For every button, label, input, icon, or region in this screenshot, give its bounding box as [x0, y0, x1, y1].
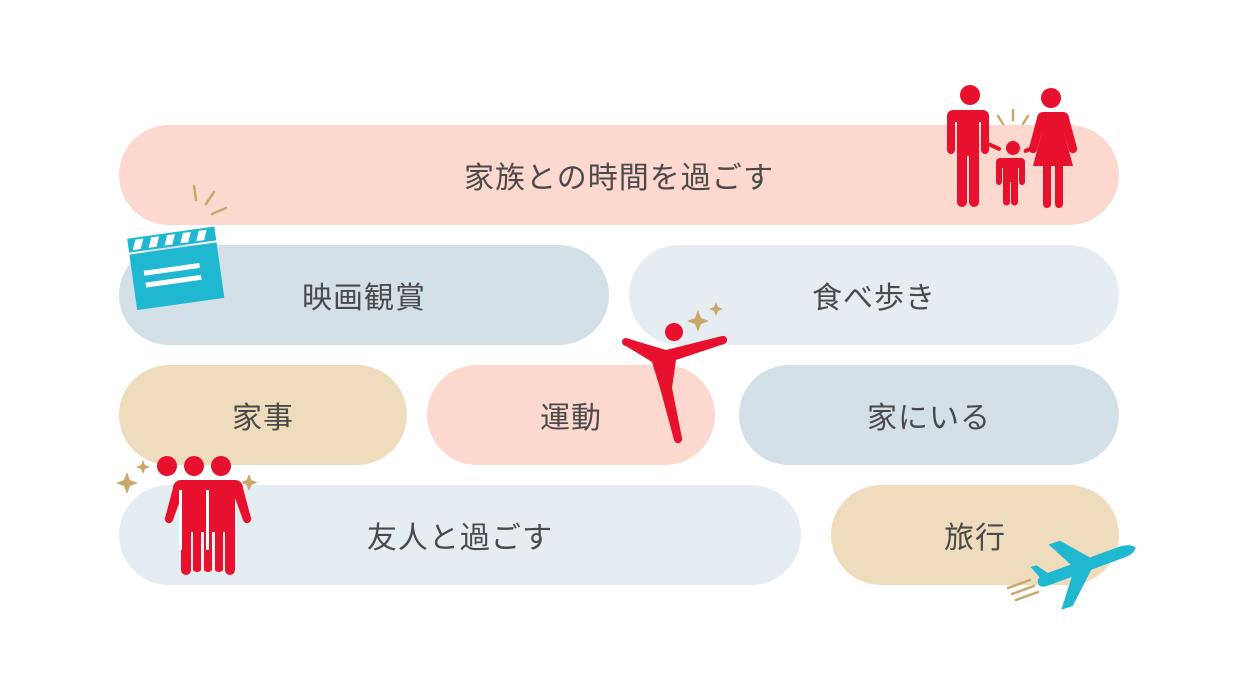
clapperboard-icon — [127, 184, 228, 310]
activity-label: 家事 — [232, 401, 294, 436]
activity-label: 家にいる — [867, 401, 991, 436]
activity-label: 食べ歩き — [812, 281, 936, 316]
activity-label: 友人と過ごす — [366, 521, 554, 556]
activity-pill-food-walk[interactable]: 食べ歩き — [629, 245, 1119, 345]
activity-pill-stay-home[interactable]: 家にいる — [739, 365, 1119, 465]
activity-label: 運動 — [540, 401, 602, 436]
family-icon — [947, 85, 1078, 208]
activity-label: 映画観賞 — [302, 281, 426, 316]
activity-label: 旅行 — [944, 521, 1006, 556]
activity-label: 家族との時間を過ごす — [464, 161, 774, 196]
dancer-icon — [622, 302, 728, 444]
friends-group-icon — [116, 456, 258, 575]
activity-pill-chores[interactable]: 家事 — [119, 365, 407, 465]
airplane-icon — [1006, 540, 1136, 610]
